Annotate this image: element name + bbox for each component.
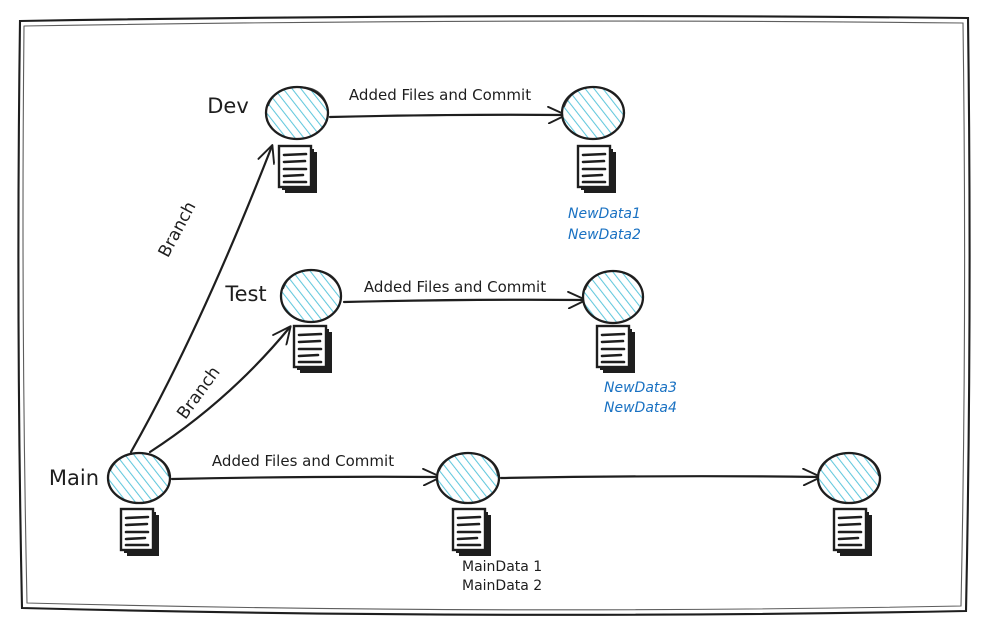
branch-label-dev: Dev	[207, 94, 249, 118]
document-stack-main-1	[119, 507, 159, 556]
edge-test-commit: Added Files and Commit	[342, 278, 585, 302]
branch-row-test: Test Added Files and Commit NewData3 New…	[224, 268, 677, 416]
document-stack-dev-1	[277, 144, 317, 193]
edge-label-main-commit: Added Files and Commit	[212, 452, 394, 470]
branch-row-main: Main Added Files and Commit	[49, 451, 882, 594]
commit-node-main-3[interactable]	[816, 451, 882, 505]
data-label-maindata1: MainData 1	[462, 559, 542, 575]
commit-node-dev-2[interactable]	[560, 85, 626, 141]
document-stack-test-2	[595, 324, 635, 373]
data-label-newdata3: NewData3	[604, 380, 677, 396]
data-label-newdata2: NewData2	[568, 227, 641, 243]
document-stack-main-3	[832, 507, 872, 556]
edge-label-dev-commit: Added Files and Commit	[349, 86, 531, 104]
branch-arrow-label-dev: Branch	[155, 198, 201, 260]
branch-row-dev: Dev Added Files and Commit	[207, 85, 641, 243]
commit-node-main-1[interactable]	[106, 451, 172, 505]
branch-arrow-label-test: Branch	[173, 363, 224, 423]
commit-node-dev-1[interactable]	[264, 85, 330, 141]
branch-label-test: Test	[224, 282, 266, 306]
branch-label-main: Main	[49, 466, 99, 490]
data-label-newdata4: NewData4	[604, 400, 677, 416]
sketch-frame	[17, 15, 971, 616]
commit-node-main-2[interactable]	[435, 451, 501, 505]
branch-arrow-main-to-test: Branch	[148, 327, 290, 454]
edge-label-test-commit: Added Files and Commit	[364, 278, 546, 296]
edge-main-commit-1: Added Files and Commit	[170, 452, 440, 479]
edge-dev-commit: Added Files and Commit	[328, 86, 565, 117]
edge-main-commit-2	[499, 476, 820, 478]
data-label-maindata2: MainData 2	[462, 578, 542, 594]
data-label-newdata1: NewData1	[568, 206, 641, 222]
document-stack-dev-2	[576, 144, 616, 193]
document-stack-test-1	[292, 324, 332, 373]
document-stack-main-2	[451, 507, 491, 556]
commit-node-test-2[interactable]	[581, 269, 645, 325]
commit-node-test-1[interactable]	[279, 268, 343, 324]
